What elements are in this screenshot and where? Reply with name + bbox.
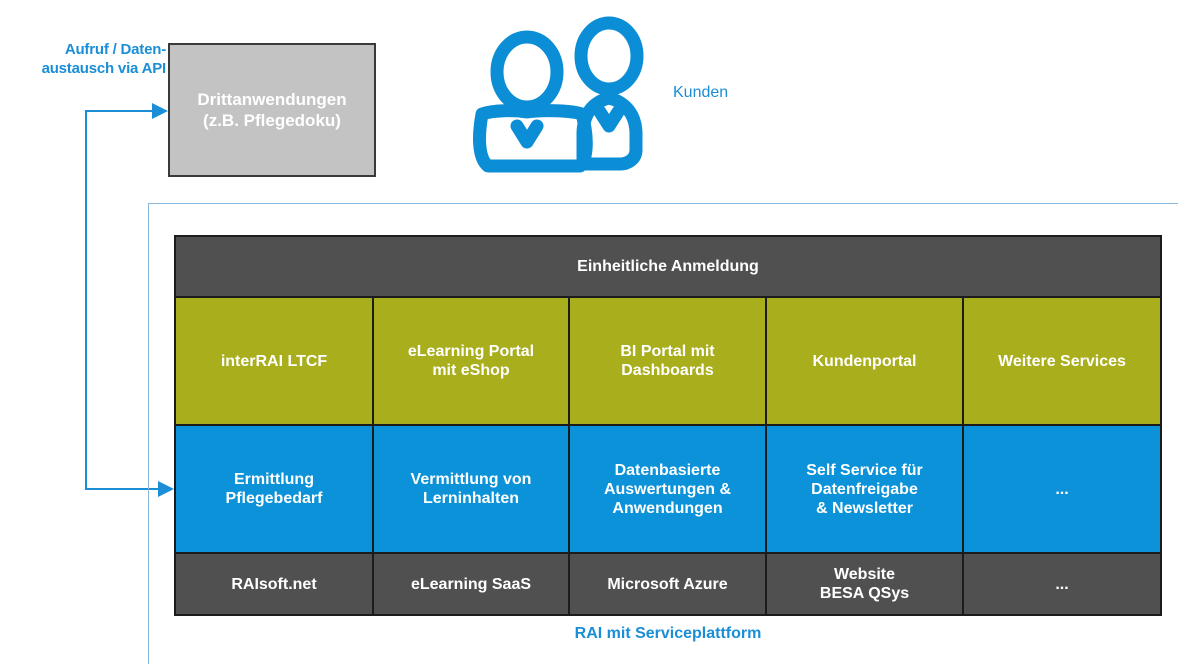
third-party-apps-box: Drittanwendungen (z.B. Pflegedoku) (168, 43, 376, 177)
platform-footer-label: RAI mit Serviceplattform (574, 625, 762, 642)
service-bi-portal: BI Portal mit Dashboards (568, 296, 767, 426)
feature-data-analytics: Datenbasierte Auswertungen & Anwendungen (568, 424, 767, 554)
platform-elearning-saas: eLearning SaaS (372, 552, 570, 616)
platform-raisoft: RAIsoft.net (174, 552, 374, 616)
api-label: Aufruf / Daten- austausch via API (41, 41, 167, 77)
service-elearning-portal: eLearning Portal mit eShop (372, 296, 570, 426)
feature-care-assessment: Ermittlung Pflegebedarf (174, 424, 374, 554)
unified-login-bar: Einheitliche Anmeldung (174, 235, 1162, 298)
service-customer-portal: Kundenportal (765, 296, 964, 426)
service-more-services: Weitere Services (962, 296, 1162, 426)
connector-line (85, 110, 166, 490)
feature-learning-content: Vermittlung von Lerninhalten (372, 424, 570, 554)
platform-more: ... (962, 552, 1162, 616)
service-platform-frame (148, 203, 1178, 664)
platform-website-besa: Website BESA QSys (765, 552, 964, 616)
customers-label: Kunden (673, 84, 729, 101)
service-interrai-ltcf: interRAI LTCF (174, 296, 374, 426)
customers-icon (473, 16, 644, 173)
feature-self-service: Self Service für Datenfreigabe & Newslet… (765, 424, 964, 554)
feature-more: ... (962, 424, 1162, 554)
platform-microsoft-azure: Microsoft Azure (568, 552, 767, 616)
